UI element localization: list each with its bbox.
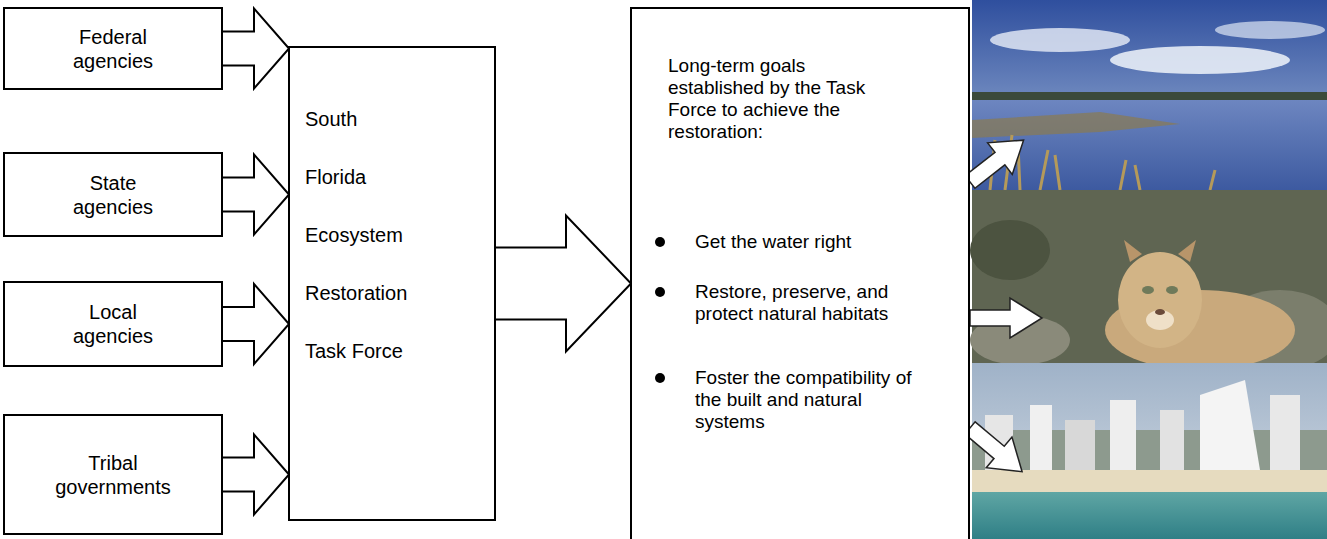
goal-item: Restore, preserve, and protect natural h… <box>695 281 915 325</box>
block-arrow <box>222 9 289 89</box>
block-arrow <box>222 284 289 364</box>
agency-label: Federal agencies <box>73 25 153 73</box>
block-arrow <box>222 155 289 235</box>
agency-label: Tribal governments <box>55 451 171 499</box>
goal-item: Get the water right <box>695 231 915 253</box>
block-arrow <box>222 435 289 515</box>
agency-box: Local agencies <box>3 281 223 367</box>
block-arrow <box>495 216 631 352</box>
goal-item: Foster the compatibility of the built an… <box>695 367 915 433</box>
goals-intro: Long-term goals established by the Task … <box>668 55 903 143</box>
agency-box: Tribal governments <box>3 414 223 535</box>
wetland-photo <box>972 0 1327 190</box>
panther-photo <box>970 190 1327 370</box>
agency-label: State agencies <box>73 171 153 219</box>
agency-label: Local agencies <box>73 300 153 348</box>
agency-box: State agencies <box>3 152 223 237</box>
task-force-box: South Florida Ecosystem Restoration Task… <box>288 46 496 521</box>
task-force-label: South Florida Ecosystem Restoration Task… <box>305 90 407 380</box>
agency-box: Federal agencies <box>3 7 223 90</box>
goals-box: Long-term goals established by the Task … <box>630 7 970 539</box>
city-photo <box>972 363 1327 539</box>
